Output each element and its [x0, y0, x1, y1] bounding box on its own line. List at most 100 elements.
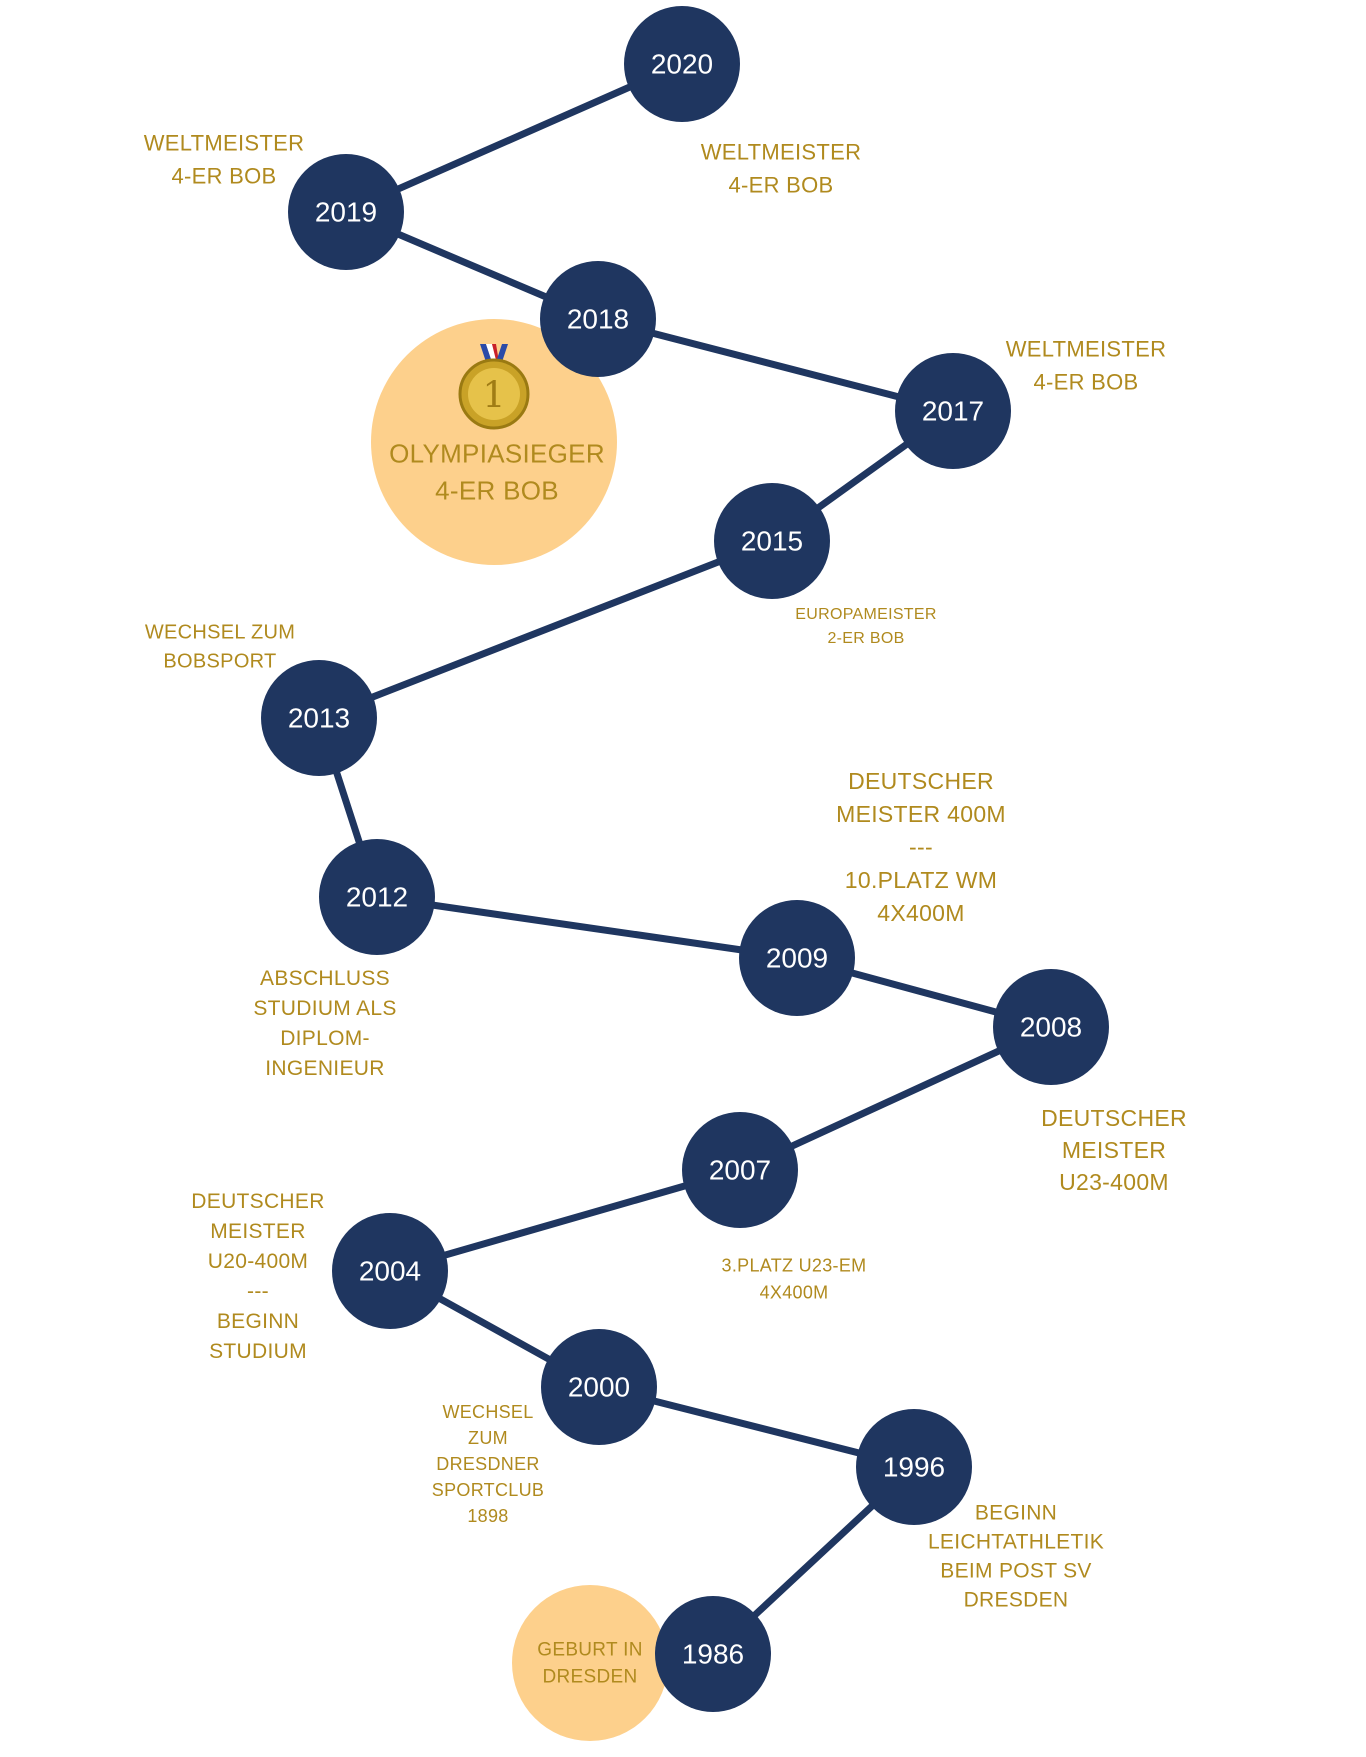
- year-label: 2017: [922, 396, 984, 427]
- milestone-label-line: STUDIUM: [209, 1340, 307, 1363]
- year-label: 2019: [315, 197, 377, 228]
- milestone-label-line: 2-ER BOB: [827, 630, 904, 647]
- milestone-label-platz-2007: 3.PLATZ U23-EM 4X400M: [722, 1256, 867, 1303]
- year-label: 2012: [346, 882, 408, 913]
- milestone-label-line: DIPLOM-: [280, 1027, 370, 1050]
- year-node-2018: 2018: [540, 261, 656, 377]
- year-node-1996: 1996: [856, 1409, 972, 1525]
- year-node-circle: [856, 1409, 972, 1525]
- milestone-label-europameister-2015: EUROPAMEISTER 2-ER BOB: [795, 606, 936, 647]
- year-node-circle: [993, 969, 1109, 1085]
- year-node-2009: 2009: [739, 900, 855, 1016]
- year-node-circle: [288, 154, 404, 270]
- milestone-label-line: WELTMEISTER: [701, 139, 862, 164]
- year-node-2007: 2007: [682, 1112, 798, 1228]
- year-node-2012: 2012: [319, 839, 435, 955]
- year-node-2013: 2013: [261, 660, 377, 776]
- milestone-label-line: 4-ER BOB: [1033, 369, 1138, 394]
- year-node-circle: [261, 660, 377, 776]
- medal-number: 1: [483, 376, 506, 417]
- milestone-label-line: 1898: [467, 1506, 508, 1526]
- year-node-circle: [895, 353, 1011, 469]
- timeline-connector: [373, 893, 801, 962]
- milestone-label-line: WECHSEL ZUM: [145, 622, 295, 644]
- milestone-label-line: SPORTCLUB: [432, 1480, 544, 1500]
- year-label: 2018: [567, 304, 629, 335]
- year-node-2019: 2019: [288, 154, 404, 270]
- year-node-circle: [682, 1112, 798, 1228]
- year-node-circle: [332, 1213, 448, 1329]
- milestone-label-line: U20-400M: [208, 1250, 308, 1273]
- year-label: 2009: [766, 943, 828, 974]
- milestone-label-line: MEISTER 400M: [836, 801, 1006, 827]
- year-node-1986: 1986: [655, 1596, 771, 1712]
- milestone-label-line: EUROPAMEISTER: [795, 606, 936, 623]
- birth-highlight-circle: [512, 1585, 668, 1741]
- year-node-2020: 2020: [624, 6, 740, 122]
- year-label: 2007: [709, 1155, 771, 1186]
- year-label: 2013: [288, 703, 350, 734]
- milestone-label-line: GEBURT IN: [537, 1639, 642, 1660]
- milestone-label-line: MEISTER: [1062, 1137, 1166, 1163]
- year-node-2008: 2008: [993, 969, 1109, 1085]
- milestone-label-line: BOBSPORT: [163, 651, 276, 673]
- milestone-label-line: 4-ER BOB: [171, 163, 276, 188]
- milestone-label-line: WELTMEISTER: [1006, 336, 1167, 361]
- milestone-label-line: OLYMPIASIEGER: [389, 439, 605, 469]
- year-node-2000: 2000: [541, 1329, 657, 1445]
- milestone-label-abschluss-2012: ABSCHLUSS STUDIUM ALS DIPLOM- INGENIEUR: [253, 967, 396, 1080]
- milestone-label-line: WELTMEISTER: [144, 130, 305, 155]
- milestone-label-weltmeister-2019: WELTMEISTER 4-ER BOB: [144, 130, 305, 188]
- milestone-label-line: WECHSEL: [442, 1402, 533, 1422]
- year-label: 1996: [883, 1452, 945, 1483]
- milestone-label-line: INGENIEUR: [265, 1057, 384, 1080]
- milestone-label-line: 4X400M: [760, 1283, 829, 1303]
- milestone-label-line: MEISTER: [210, 1220, 305, 1243]
- milestone-label-line: DRESDEN: [964, 1588, 1069, 1611]
- year-label: 2000: [568, 1372, 630, 1403]
- year-node-2015: 2015: [714, 483, 830, 599]
- gold-medal-icon: 1: [458, 344, 530, 430]
- milestone-label-line: ABSCHLUSS: [260, 967, 390, 990]
- year-label: 2004: [359, 1256, 421, 1287]
- milestone-label-line: ZUM: [468, 1428, 508, 1448]
- milestone-label-wechsel-bobsport-2013: WECHSEL ZUM BOBSPORT: [145, 622, 295, 673]
- milestone-label-line: STUDIUM ALS: [253, 997, 396, 1020]
- milestone-label-line: LEICHTATHLETIK: [928, 1530, 1104, 1553]
- year-label: 1986: [682, 1639, 744, 1670]
- milestone-label-olympiasieger-2018: OLYMPIASIEGER 4-ER BOB: [389, 439, 605, 506]
- milestone-label-weltmeister-2017: WELTMEISTER 4-ER BOB: [1006, 336, 1167, 394]
- milestone-label-line: BEGINN: [217, 1310, 299, 1333]
- year-node-circle: [540, 261, 656, 377]
- milestone-label-line: DEUTSCHER: [1041, 1105, 1187, 1131]
- milestone-label-line: BEIM POST SV: [940, 1559, 1091, 1582]
- milestone-label-line: ---: [247, 1280, 269, 1303]
- year-node-circle: [319, 839, 435, 955]
- year-label: 2008: [1020, 1012, 1082, 1043]
- milestone-label-line: 4-ER BOB: [435, 476, 559, 506]
- milestone-label-deutscher-meister-2009: DEUTSCHER MEISTER 400M --- 10.PLATZ WM 4X400…: [836, 768, 1006, 926]
- year-node-circle: [714, 483, 830, 599]
- milestone-label-line: DEUTSCHER: [191, 1190, 324, 1213]
- year-node-circle: [541, 1329, 657, 1445]
- milestone-label-line: 10.PLATZ WM: [845, 867, 997, 893]
- timeline-connector: [594, 315, 957, 415]
- milestone-label-line: 4X400M: [877, 900, 964, 926]
- milestone-label-wechsel-dsc-2000: WECHSEL ZUM DRESDNER SPORTCLUB 1898: [432, 1402, 544, 1526]
- year-node-2017: 2017: [895, 353, 1011, 469]
- year-node-circle: [624, 6, 740, 122]
- timeline-connector: [315, 537, 776, 722]
- olympia-highlight-circle: [371, 319, 617, 565]
- timeline-connector: [342, 60, 686, 216]
- milestone-label-line: DRESDNER: [436, 1454, 539, 1474]
- year-node-circle: [655, 1596, 771, 1712]
- milestone-label-line: 3.PLATZ U23-EM: [722, 1256, 867, 1276]
- milestone-label-line: BEGINN: [975, 1501, 1057, 1524]
- milestone-label-line: U23-400M: [1059, 1169, 1169, 1195]
- milestone-label-line: ---: [909, 834, 933, 860]
- timeline-connector: [386, 1166, 744, 1275]
- milestone-label-line: DEUTSCHER: [848, 768, 994, 794]
